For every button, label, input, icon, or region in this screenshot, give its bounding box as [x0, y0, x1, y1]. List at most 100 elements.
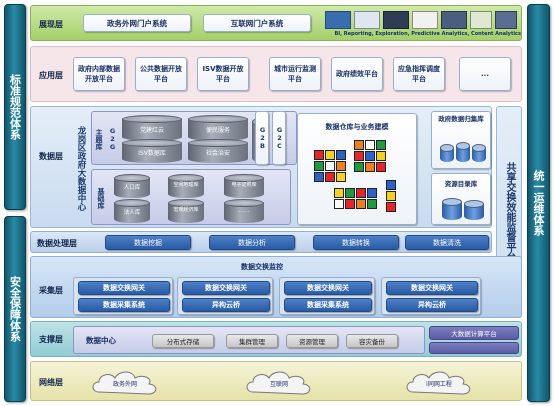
collection-group-3: 数据交换网关 数据采集系统 [279, 277, 375, 315]
db-macro-economy-text: 宏观经济库 [173, 207, 199, 213]
ops-system-column: 统一运维体系 [527, 4, 550, 402]
base-library-label-wrap: 基础库 [94, 174, 108, 222]
db-legal-person: 法人库 [114, 199, 150, 223]
gov-data-collection-label: 政府数据归集库 [438, 115, 484, 123]
cloud-tongwang-label: i同网工程 [426, 380, 452, 388]
collection-gateway-2-text: 数据交换网关 [205, 284, 247, 292]
cloud-internet-label: 互联网 [269, 380, 288, 388]
cloud-internet [246, 371, 311, 395]
theme-tag-g2b: G2B [255, 111, 269, 165]
support-disaster-recovery: 容灾备份 [346, 334, 398, 348]
support-layer-label: 支撑层 [39, 335, 63, 344]
db-isv: ISV数据库 [122, 139, 182, 163]
bi-thumb-7 [495, 11, 517, 29]
support-distributed-storage-text: 分布式存储 [166, 338, 200, 346]
theme-tag-g2b-text: G2B [258, 126, 267, 150]
exchange-monitor-label: 数据交换监控 [241, 263, 283, 271]
standards-system-column: 标准规范体系 [4, 4, 26, 210]
presentation-layer: 展现层 政务外网门户系统 互联网门户系统 BI, Reporting, Expl… [30, 5, 522, 41]
data-warehouse-label: 数据仓库与业务建模 [325, 123, 389, 131]
standards-system-label: 标准规范体系 [8, 74, 22, 140]
app-gov-performance: 政府绩效平台 [331, 57, 383, 91]
gov-data-collection-box: 政府数据归集库 [431, 111, 491, 169]
gov-collection-db-1 [440, 144, 454, 162]
presentation-layer-label: 展现层 [39, 20, 63, 29]
app-emergency-command-text: 应急指挥调度平台 [398, 65, 440, 83]
network-layer: 网络层 政务外网 互联网 i同网工程 [30, 361, 522, 401]
data-warehouse-box: 数据仓库与业务建模 [297, 113, 417, 225]
cloud-gov-extranet [92, 371, 157, 395]
cloud-tongwang [406, 371, 471, 395]
bi-caption: BI, Reporting, Exploration, Predictive A… [334, 31, 521, 37]
data-layer-label: 数据层 [39, 152, 63, 161]
app-gov-performance-text: 政府绩效平台 [336, 70, 378, 78]
support-resource-mgmt-text: 资源管理 [299, 338, 325, 346]
db-base-more-text: …… [238, 208, 250, 214]
collection-group-1: 数据交换网关 数据采集系统 [73, 277, 173, 315]
theme-library-label: 主题库 [95, 128, 103, 150]
bi-thumb-6 [470, 11, 492, 29]
app-gov-internal-open-data: 政府内部数据开放平台 [73, 57, 125, 91]
support-bigdata-platform-text: 大数据计算平台 [451, 330, 497, 338]
support-bigdata-platform: 大数据计算平台 [429, 326, 519, 340]
processing-layer: 数据处理层 数据挖掘 数据分析 数据转换 数据清洗 [30, 231, 492, 253]
resource-catalog-db-2 [464, 200, 484, 220]
proc-data-cleansing-text: 数据清洗 [433, 238, 461, 247]
bi-thumb-2 [354, 11, 380, 29]
collection-group-4: 数据交换网关 异构云桥 [381, 277, 481, 315]
collection-layer: 采集层 数据交换监控 数据交换网关 数据采集系统 数据交换网关 异构云桥 数据交… [30, 256, 522, 318]
collection-layer-label: 采集层 [39, 286, 63, 295]
db-isv-text: ISV数据库 [138, 150, 166, 157]
collection-sub-1-text: 数据采集系统 [103, 301, 145, 309]
db-citizen-service-text: 便民服务 [205, 127, 230, 134]
rubiks-cube-graphic [314, 140, 404, 220]
gov-collection-db-3 [472, 144, 486, 162]
theme-library-label-wrap: 主题库 [92, 116, 106, 162]
security-system-column: 安全保障体系 [4, 216, 26, 402]
db-party-cloud-text: 党建红云 [139, 127, 164, 134]
collection-gateway-4: 数据交换网关 [386, 281, 478, 295]
support-bigdata-extra [429, 342, 519, 354]
proc-data-mining: 数据挖掘 [105, 235, 191, 250]
theme-tag-g2c-text: G2C [275, 126, 284, 150]
db-public-security-text: 社会治安 [205, 150, 230, 157]
resource-catalog-box: 资源目录库 [431, 173, 491, 225]
resource-catalog-label: 资源目录库 [444, 180, 478, 188]
shared-exchange-platform-label: 共享交换效能监督平台 [504, 162, 515, 262]
portal-internet: 互联网门户系统 [203, 14, 311, 32]
data-center-name: 龙岗区政府大数据中心 [73, 113, 89, 223]
bi-thumb-1 [325, 11, 351, 29]
data-center-name-text: 龙岗区政府大数据中心 [76, 125, 86, 211]
app-public-open-data-text: 公共数据开放平台 [140, 65, 182, 83]
app-isv-open-data-text: ISV数据开放平台 [202, 65, 244, 83]
support-data-center-label: 数据中心 [86, 336, 116, 345]
collection-sub-2-text: 异构云桥 [212, 301, 240, 309]
base-library-label: 基础库 [97, 187, 105, 209]
collection-sub-1: 数据采集系统 [78, 298, 170, 312]
support-cluster-mgmt-text: 集群管理 [239, 338, 265, 346]
app-gov-internal-open-data-text: 政府内部数据开放平台 [78, 65, 120, 83]
portal-internet-text: 互联网门户系统 [230, 18, 284, 28]
theme-library: 主题库 G2G 党建红云 便民服务 ISV数据库 社会治安 [91, 111, 297, 165]
db-base-more: …… [224, 199, 264, 223]
support-data-center-box: 数据中心 分布式存储 集群管理 资源管理 容灾备份 [73, 326, 425, 354]
db-e-license: 电子证照库 [224, 174, 264, 198]
ops-system-label: 统一运维体系 [532, 170, 545, 236]
db-party-cloud: 党建红云 [122, 115, 182, 141]
db-macro-economy: 宏观经济库 [168, 199, 204, 223]
collection-gateway-3: 数据交换网关 [284, 281, 372, 295]
db-e-license-text: 电子证照库 [231, 182, 257, 188]
proc-data-transform-text: 数据转换 [342, 238, 370, 247]
app-isv-open-data: ISV数据开放平台 [197, 57, 249, 91]
theme-tag-g2c: G2C [272, 111, 286, 165]
db-population-text: 人口库 [123, 185, 141, 191]
db-public-security: 社会治安 [188, 139, 248, 163]
collection-gateway-3-text: 数据交换网关 [307, 284, 349, 292]
collection-sub-2: 异构云桥 [182, 298, 270, 312]
app-city-monitor-text: 城市运行监测平台 [274, 65, 316, 83]
bi-thumb-3 [383, 11, 409, 29]
app-more-text: ... [481, 70, 489, 78]
cloud-gov-extranet-label: 政务外网 [112, 380, 137, 388]
support-disaster-recovery-text: 容灾备份 [359, 338, 385, 346]
